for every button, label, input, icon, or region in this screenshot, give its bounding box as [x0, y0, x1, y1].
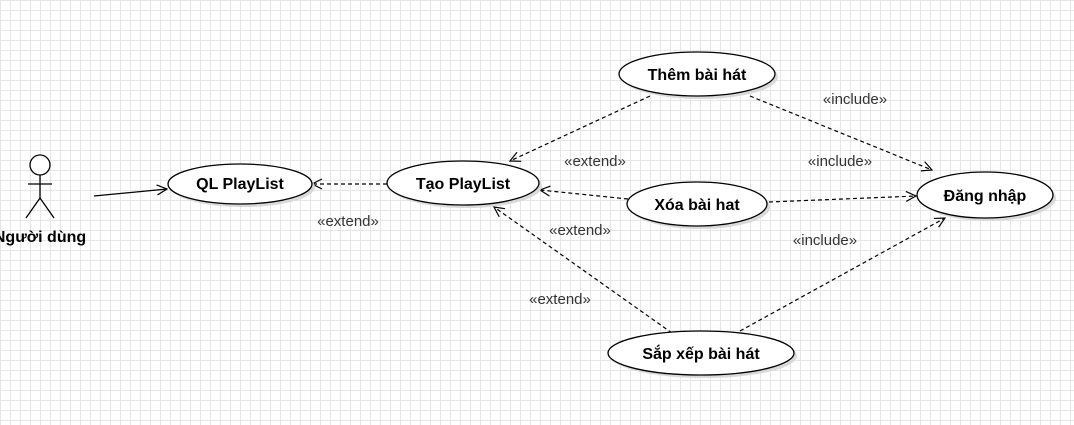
use-case-xoa-bai-hat[interactable]: Xóa bài hat — [626, 181, 770, 229]
extend-edge-xoa-to-tao — [540, 190, 629, 200]
use-case-ellipse — [167, 163, 313, 205]
actor-right-leg — [39, 197, 55, 219]
extend-edge-sapxep-to-tao — [494, 207, 673, 334]
use-case-ellipse — [618, 51, 776, 97]
use-case-label: Thêm bài hát — [648, 67, 747, 84]
use-case-ellipse — [916, 171, 1054, 219]
include-edge-them-to-dangnhap — [749, 95, 932, 170]
association-user-ql-playlist — [93, 189, 167, 197]
use-case-label: Đăng nhập — [944, 188, 1027, 205]
actor-left-leg — [25, 197, 41, 219]
use-case-ql-playlist[interactable]: QL PlayList — [167, 163, 315, 207]
include-label-sapxep-dangnhap: «include» — [793, 232, 857, 249]
include-edge-xoa-to-dangnhap — [768, 196, 916, 203]
actor-label: Người dùng — [0, 229, 86, 246]
use-case-label: Sắp xếp bài hát — [642, 344, 760, 363]
use-case-ellipse — [386, 160, 540, 206]
extend-label-sapxep-tao: «extend» — [529, 291, 591, 308]
use-case-label: QL PlayList — [196, 176, 284, 193]
use-case-sap-xep-bai-hat[interactable]: Sắp xếp bài hát — [607, 330, 797, 378]
use-case-tao-playlist[interactable]: Tạo PlayList — [386, 160, 542, 208]
extend-label-xoa-tao: «extend» — [549, 222, 611, 239]
include-label-them-dangnhap: «include» — [823, 91, 887, 108]
use-case-label: Tạo PlayList — [416, 176, 511, 193]
actor-head — [29, 154, 51, 176]
use-case-ellipse — [626, 181, 768, 227]
extend-label-tao-ql: «extend» — [317, 213, 379, 230]
use-case-ellipse — [607, 330, 795, 376]
actor-user[interactable]: Người dùng — [0, 154, 86, 246]
relations — [312, 95, 945, 334]
use-case-label: Xóa bài hat — [654, 197, 740, 214]
extend-label-them-tao: «extend» — [564, 153, 626, 170]
extend-edge-them-to-tao — [510, 95, 651, 161]
use-case-them-bai-hat[interactable]: Thêm bài hát — [618, 51, 778, 99]
include-label-xoa-dangnhap: «include» — [808, 153, 872, 170]
use-case-dang-nhap[interactable]: Đăng nhập — [916, 171, 1056, 221]
